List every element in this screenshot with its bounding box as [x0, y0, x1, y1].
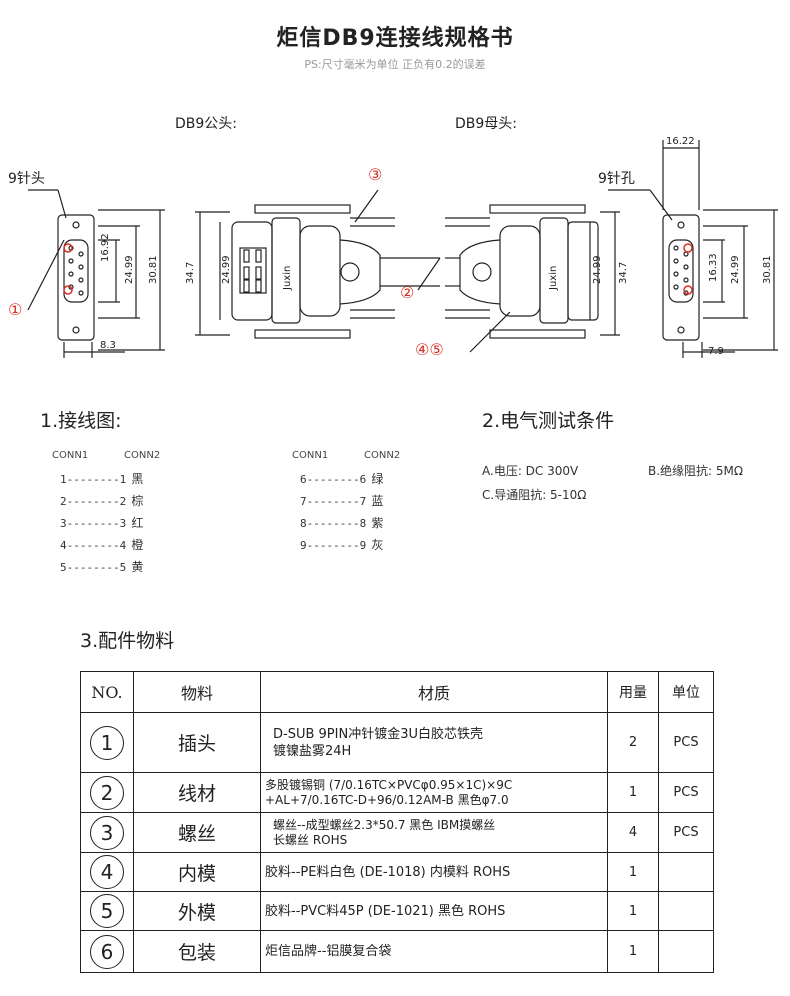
- wire-row: 9--------9 灰: [300, 538, 384, 552]
- part-name: 内模: [133, 852, 261, 892]
- tolerance-note: PS:尺寸毫米为单位 正负有0.2的误差: [304, 58, 486, 71]
- header-material: 材质: [260, 671, 608, 713]
- part-name: 包装: [133, 930, 261, 973]
- row-number-badge: 6: [90, 934, 124, 969]
- pin-markers: [63, 243, 693, 295]
- conduction-spec: C.导通阻抗: 5-10Ω: [482, 488, 587, 502]
- part-qty: 1: [607, 852, 659, 892]
- dim-16-92: 16.92: [100, 233, 111, 262]
- male-face-view: [57, 209, 165, 358]
- pin-label-right: 9针孔: [598, 171, 635, 187]
- dim-16-33: 16.33: [708, 253, 719, 282]
- brand-text-right: Juxin: [548, 265, 559, 290]
- dim-16-22: 16.22: [666, 136, 695, 147]
- brand-text-left: Juxin: [282, 265, 293, 290]
- dim-24-99-midleft: 24.99: [221, 255, 232, 284]
- connector-drawing: [27, 140, 778, 358]
- part-material: D-SUB 9PIN冲针镀金3U白胶芯铁壳镀镍盐雾24H: [260, 712, 608, 773]
- male-side-view: [195, 204, 440, 339]
- wire-row: 4--------4 橙: [60, 538, 144, 552]
- callout-3: ③: [368, 165, 383, 184]
- part-unit: PCS: [658, 812, 714, 853]
- dim-7-9: 7.9: [708, 346, 724, 357]
- part-unit: [658, 852, 714, 892]
- wiring-left-list: 1--------1 黑 2--------2 棕 3--------3 红 4…: [60, 468, 143, 578]
- female-label: DB9母头:: [455, 116, 518, 132]
- wire-row: 5--------5 黄: [60, 560, 144, 574]
- part-material: 多股镀锡铜 (7/0.16TC×PVCφ0.95×1C)×9C+AL+7/0.1…: [260, 772, 608, 813]
- part-unit: PCS: [658, 772, 714, 813]
- part-unit: [658, 891, 714, 931]
- row-number-badge: 2: [90, 775, 124, 810]
- table-row: 1 插头 D-SUB 9PIN冲针镀金3U白胶芯铁壳镀镍盐雾24H 2 PCS: [80, 712, 714, 773]
- voltage-spec: A.电压: DC 300V: [482, 464, 579, 478]
- part-material: 螺丝--成型螺丝2.3*50.7 黑色 IBM摸螺丝长螺丝 ROHS: [260, 812, 608, 853]
- header-name: 物料: [133, 671, 261, 713]
- male-label: DB9公头:: [175, 116, 238, 132]
- row-number-badge: 5: [90, 894, 124, 928]
- wire-row: 2--------2 棕: [60, 494, 144, 508]
- part-material: 胶料--PE料白色 (DE-1018) 内模料 ROHS: [260, 852, 608, 892]
- pin-label-left: 9针头: [8, 171, 45, 187]
- conn2-header-right: CONN2: [364, 450, 401, 461]
- part-name: 线材: [133, 772, 261, 813]
- conn1-header-left: CONN1: [52, 450, 89, 461]
- callout-1: ①: [8, 300, 23, 319]
- dim-30-81-left: 30.81: [148, 255, 159, 284]
- conn2-header-left: CONN2: [124, 450, 161, 461]
- part-qty: 1: [607, 772, 659, 813]
- wire-row: 1--------1 黑: [60, 472, 144, 486]
- dim-24-99-right: 24.99: [730, 255, 741, 284]
- table-header-row: NO. 物料 材质 用量 单位: [80, 671, 714, 713]
- parts-title: 3.配件物料: [80, 630, 175, 652]
- dim-34-7-right: 34.7: [618, 261, 629, 284]
- conn1-header-right: CONN1: [292, 450, 329, 461]
- callout-2: ②: [400, 283, 415, 302]
- female-side-view: [445, 204, 620, 339]
- part-unit: [658, 930, 714, 973]
- dim-24-99-left: 24.99: [124, 255, 135, 284]
- row-number-badge: 3: [90, 815, 124, 850]
- table-row: 5 外模 胶料--PVC料45P (DE-1021) 黑色 ROHS 1: [80, 891, 714, 931]
- header-no: NO.: [80, 671, 134, 713]
- parts-table: NO. 物料 材质 用量 单位 1 插头 D-SUB 9PIN冲针镀金3U白胶芯…: [80, 671, 714, 973]
- wire-row: 8--------8 紫: [300, 516, 384, 530]
- header-qty: 用量: [607, 671, 659, 713]
- female-face-view: [662, 140, 778, 358]
- part-qty: 1: [607, 891, 659, 931]
- table-row: 3 螺丝 螺丝--成型螺丝2.3*50.7 黑色 IBM摸螺丝长螺丝 ROHS …: [80, 812, 714, 853]
- wiring-right-list: 6--------6 绿 7--------7 蓝 8--------8 紫 9…: [300, 468, 383, 556]
- dim-34-7-left: 34.7: [185, 261, 196, 284]
- part-qty: 1: [607, 930, 659, 973]
- wire-row: 6--------6 绿: [300, 472, 384, 486]
- wire-row: 3--------3 红: [60, 516, 144, 530]
- part-unit: PCS: [658, 712, 714, 773]
- wire-row: 7--------7 蓝: [300, 494, 384, 508]
- part-name: 外模: [133, 891, 261, 931]
- part-qty: 2: [607, 712, 659, 773]
- part-name: 螺丝: [133, 812, 261, 853]
- dim-24-99-midright: 24.99: [592, 255, 603, 284]
- table-row: 4 内模 胶料--PE料白色 (DE-1018) 内模料 ROHS 1: [80, 852, 714, 892]
- dim-8-3: 8.3: [100, 340, 116, 351]
- callout-4-5: ④⑤: [415, 340, 444, 359]
- part-qty: 4: [607, 812, 659, 853]
- dim-30-81-right: 30.81: [762, 255, 773, 284]
- part-material: 炬信品牌--铝膜复合袋: [260, 930, 608, 973]
- row-number-badge: 4: [90, 855, 124, 889]
- row-number-badge: 1: [90, 725, 124, 760]
- table-row: 6 包装 炬信品牌--铝膜复合袋 1: [80, 930, 714, 973]
- insulation-spec: B.绝缘阻抗: 5MΩ: [648, 464, 744, 478]
- page-title: 炬信DB9连接线规格书: [276, 26, 514, 51]
- wiring-title: 1.接线图:: [40, 410, 122, 432]
- electrical-title: 2.电气测试条件: [482, 410, 615, 432]
- part-name: 插头: [133, 712, 261, 773]
- header-unit: 单位: [658, 671, 714, 713]
- part-material: 胶料--PVC料45P (DE-1021) 黑色 ROHS: [260, 891, 608, 931]
- table-row: 2 线材 多股镀锡铜 (7/0.16TC×PVCφ0.95×1C)×9C+AL+…: [80, 772, 714, 813]
